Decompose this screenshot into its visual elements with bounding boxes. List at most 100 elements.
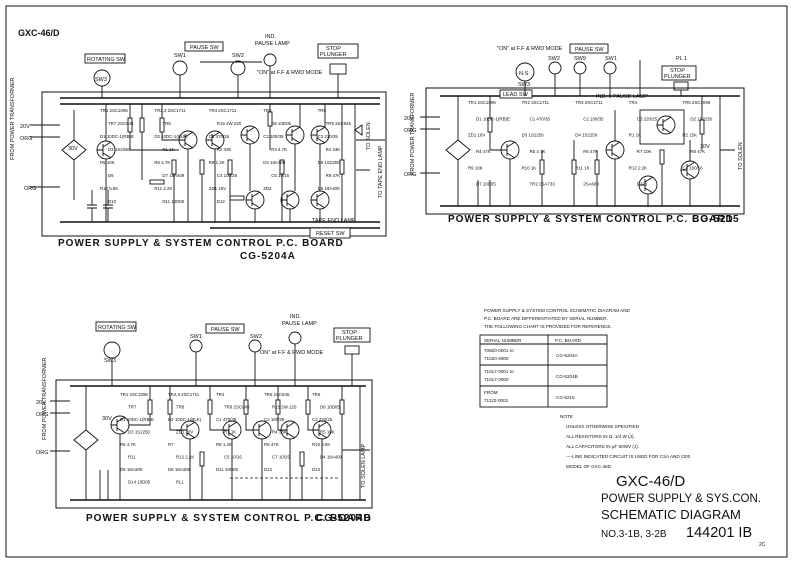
board-c-ff-mode: "ON" at F.F & RWD MODE: [497, 46, 563, 52]
board-c-lead-sw: LEAD SW: [503, 92, 529, 98]
component-label: R11: [128, 455, 136, 460]
component-label: TR2,3 2SC1711: [168, 392, 200, 397]
note-line-1: UNLESS OTHERWISE SPECIFIED: [566, 424, 640, 429]
component-label: TR5: [263, 108, 272, 113]
board-c-pause-sw-box: [569, 43, 609, 54]
ff-mode-label: "ON" at F.F & RWD MODE: [257, 70, 323, 76]
reset-sw-label: RESET SW: [316, 231, 345, 237]
component-label: D3 1S2250: [108, 147, 131, 152]
board-b-rails: [70, 385, 366, 501]
board-a-plunger-wires: [269, 66, 339, 98]
board-c-plunger-coil: [673, 81, 689, 91]
component-label: D6: [108, 173, 114, 178]
component-label: R6 4.7K: [154, 160, 170, 165]
component-label: R3 4.7K: [271, 147, 287, 152]
component-label: TR9 2SC945: [326, 121, 352, 126]
rotating-sw-label: ROTATING SW: [87, 57, 126, 63]
board-b-outline: [55, 379, 373, 509]
component-label: C3 220/25: [312, 417, 333, 422]
board-a-to-solen: TO SOLEN: [366, 122, 372, 150]
component-label: R8 1.2K: [216, 442, 232, 447]
component-label: R11 2.2K: [154, 186, 172, 191]
component-label: TR3 2SC1711: [575, 100, 603, 105]
board-c-org: ORG: [404, 128, 417, 134]
board-a-org2: ORG: [24, 186, 37, 192]
component-label: TR8: [162, 121, 171, 126]
board-c-sw1-symbol: [603, 61, 617, 75]
board-c-ind-lamp: IND. 1 PAUSE LAMP: [596, 94, 648, 100]
component-label: TR6: [312, 392, 321, 397]
board-c-input-wires: [420, 116, 440, 174]
board-a-bridge: [61, 110, 87, 200]
board-b-rotating-sw: ROTATING SW: [98, 325, 137, 331]
board-b-ff-mode: "ON" at F.F & RWD MODE: [258, 350, 324, 356]
component-label: D221: [637, 182, 648, 187]
board-b-20v: 20V: [36, 400, 46, 406]
board-b-org2: ORG: [36, 450, 49, 456]
component-label: D3 1S2250: [128, 430, 151, 435]
board-a-title: POWER SUPPLY & SYSTEM CONTROL P.C. BOARD: [58, 238, 344, 249]
component-label: TR1 2SC1096: [468, 100, 496, 105]
board-c-outline: [425, 87, 745, 215]
component-label: R5 10K: [100, 160, 115, 165]
title-diagram: SCHEMATIC DIAGRAM: [601, 507, 741, 522]
component-label: R2 33K: [217, 147, 232, 152]
component-label: C1 470/35: [216, 417, 237, 422]
reset-sw-box: [309, 227, 351, 239]
board-b-lamp-symbol: [288, 331, 302, 345]
board-b-sw2: SW2: [250, 334, 262, 340]
component-label: TR9 2SC945: [224, 405, 250, 410]
board-b-org: ORG: [36, 412, 49, 418]
title-block: GXC-46/D POWER SUPPLY & SYS.CON. SCHEMAT…: [601, 473, 766, 548]
component-label: D4 18A409: [263, 160, 286, 165]
pause-lamp-symbol: [263, 53, 277, 67]
board-cg5204a: ROTATING SW SW3 PAUSE SW SW1 SW2 IND. PA…: [10, 34, 387, 262]
pause-sw-label: PAUSE SW: [190, 45, 219, 51]
component-label: D13: [312, 467, 321, 472]
component-label: TR2 2SC1711: [522, 100, 550, 105]
component-label: D1 10DC-1(RB)E: [120, 417, 154, 422]
title-sheet-no: NO.3-1B, 3-2B: [601, 529, 667, 540]
board-c-20v: 20V: [404, 116, 414, 122]
component-label: D1 10DC-1(RB)E: [476, 116, 510, 121]
board-a-org: ORG: [20, 136, 33, 142]
component-label: TR5 2SC945: [264, 392, 290, 397]
board-c-stop-plunger-2: PLUNGER: [664, 74, 691, 80]
component-label: TR2,3 2SC1711: [154, 108, 186, 113]
component-label: R15 2W 220: [272, 405, 297, 410]
component-label: TR4 2SC1711: [209, 108, 237, 113]
component-label: D2 10DC-1(BLK): [154, 134, 188, 139]
component-label: D8 10D05: [271, 121, 291, 126]
component-label: D6 18A409: [168, 467, 191, 472]
board-a-input-wires: [30, 124, 60, 188]
title-subject: POWER SUPPLY & SYS.CON.: [601, 493, 761, 505]
component-label: D4 1S2250: [575, 133, 598, 138]
board-b-sw1-symbol: [189, 339, 203, 353]
board-c-sw2-symbol: [548, 61, 562, 75]
ind-lamp-label-1: IND.: [265, 34, 276, 40]
table-row-2-serial-2: 71017-3000: [484, 377, 509, 382]
component-label: R8 1.2K: [209, 160, 225, 165]
notes-heading: NOTE: [560, 414, 573, 419]
board-a-switch-wires: [101, 61, 262, 98]
board-c-org2: ORG: [404, 172, 417, 178]
component-label: C7 10/25: [272, 455, 290, 460]
board-b-number: CG-5204B: [316, 513, 372, 524]
component-label: R15 2W 220: [217, 121, 242, 126]
table-row: FROM 71122-0001 CG-5215: [484, 390, 575, 403]
board-c-resistors: [477, 96, 735, 206]
board-cg5215: "ON" at F.F & RWD MODE PAUSE SW N·S SW2 …: [404, 43, 745, 225]
board-c-pl1: PL 1: [676, 56, 687, 62]
board-c-to-solen: TO SOLEN: [738, 142, 744, 170]
component-label: R8 47K: [690, 149, 705, 154]
component-label: C3 220/35: [318, 134, 339, 139]
board-c-switch-wires: [524, 60, 682, 96]
board-b-stop-2: PLUNGER: [336, 336, 363, 342]
notes: NOTE UNLESS OTHERWISE SPECIFIED ALL RESI…: [560, 414, 690, 469]
component-label: TR8: [176, 405, 185, 410]
board-b-30v: 30V: [102, 416, 112, 422]
tape-end-lamp-label: TAPE END LAMP: [312, 218, 356, 224]
board-c-sw9: SW9: [574, 56, 586, 62]
sw2-label: SW2: [232, 53, 244, 59]
component-label: C2 100/35: [264, 417, 285, 422]
